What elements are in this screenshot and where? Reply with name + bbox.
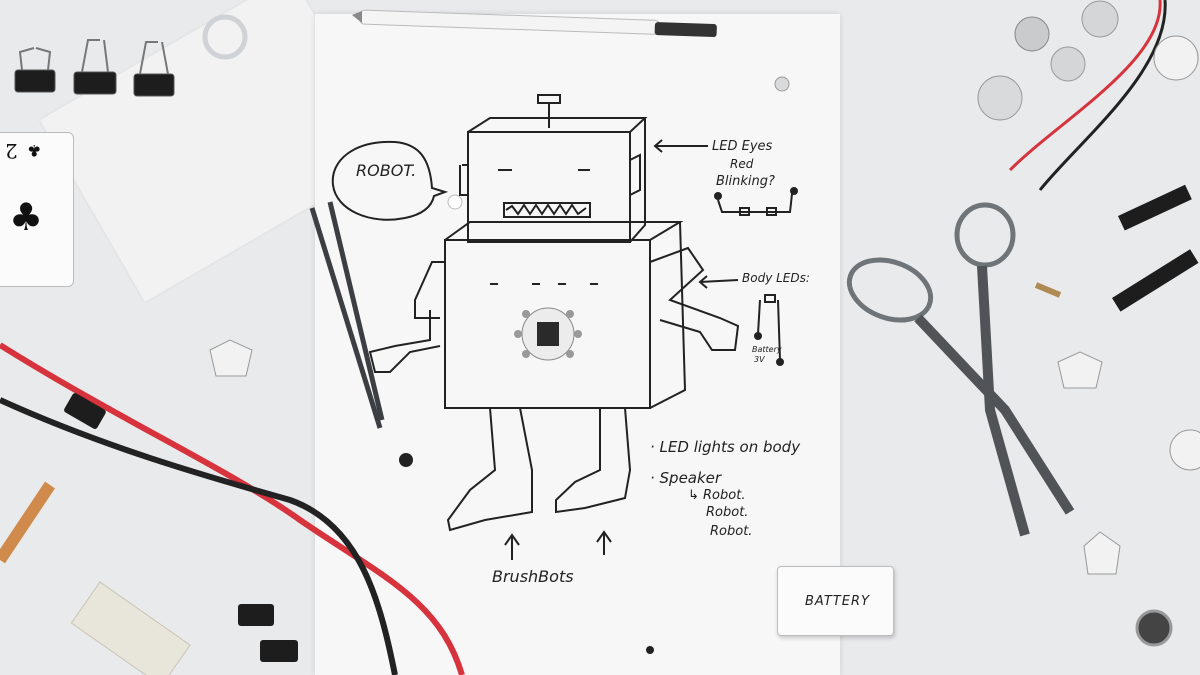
magnet xyxy=(399,453,413,467)
coin-cell-small xyxy=(774,76,790,92)
note-led-eyes: LED Eyes xyxy=(712,139,773,154)
note-blinking: Blinking? xyxy=(716,174,775,189)
red-wire-top xyxy=(1008,0,1162,172)
card-suit: ♣ xyxy=(9,195,44,239)
led-boards xyxy=(209,35,1200,575)
led-strip-2 xyxy=(1112,249,1199,312)
orange-stick xyxy=(0,481,55,564)
note-robot-1: ↳ Robot. xyxy=(688,488,745,503)
masking-tape xyxy=(70,581,191,675)
speech-bubble-text: ROBOT. xyxy=(356,161,416,180)
note-speaker: · Speaker xyxy=(650,469,722,487)
tweezers xyxy=(309,201,385,429)
note-3v: 3V xyxy=(754,355,765,364)
robot-sketch xyxy=(331,94,798,560)
scissors xyxy=(846,202,1075,537)
note-battery: Battery xyxy=(752,345,782,354)
note-robot-3: Robot. xyxy=(710,524,752,539)
red-wire-bottom xyxy=(0,342,465,675)
bead xyxy=(447,194,463,210)
clear-ring xyxy=(202,14,248,60)
microcontroller-board xyxy=(514,307,582,361)
black-wire-bottom xyxy=(0,397,398,675)
pen xyxy=(352,9,717,38)
small-magnet xyxy=(646,646,654,654)
binder-clip-wire xyxy=(64,393,106,429)
note-red: Red xyxy=(730,157,754,171)
note-robot-2: Robot. xyxy=(706,505,748,520)
note-led-lights-on-body: · LED lights on body xyxy=(650,438,801,456)
coin-cell-batteries xyxy=(977,0,1173,647)
nine-volt-battery: BATTERY xyxy=(777,566,894,636)
note-body-leds: Body LEDs: xyxy=(742,271,810,285)
playing-card: 2 ♣ ♣ xyxy=(0,132,74,287)
binder-clips-top xyxy=(14,39,175,97)
resistor xyxy=(1034,282,1062,298)
led-strip-1 xyxy=(1118,184,1192,231)
black-wire-top xyxy=(1038,0,1167,191)
note-brushbots: BrushBots xyxy=(492,567,574,586)
binder-clips-bottom xyxy=(238,604,298,662)
battery-label: BATTERY xyxy=(805,594,870,609)
